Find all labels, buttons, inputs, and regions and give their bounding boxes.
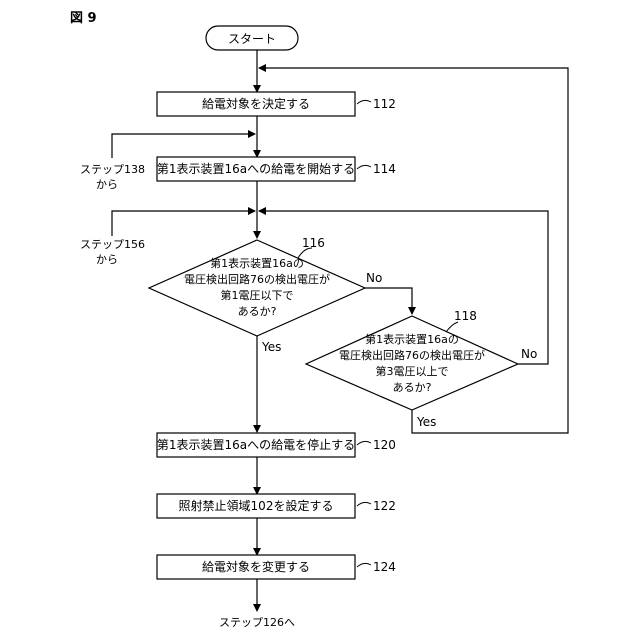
step-122-text: 照射禁止領域102を設定する — [179, 498, 334, 513]
step-124-ref: 124 — [373, 560, 396, 574]
d118-leader — [446, 322, 458, 332]
step-124-text: 給電対象を変更する — [202, 559, 310, 574]
d116-line2: 電圧検出回路76の検出電圧が — [184, 272, 330, 286]
decision-118-diamond — [306, 316, 518, 410]
d116-ref: 116 — [302, 236, 325, 250]
figure-label: 図 9 — [70, 11, 97, 26]
edge-from-156 — [112, 211, 255, 236]
d118-ref: 118 — [454, 309, 477, 323]
step-114-text: 第1表示装置16aへの給電を開始する — [157, 162, 355, 176]
step-114-ref: 114 — [373, 162, 396, 176]
d118-line4: あるか? — [393, 381, 432, 394]
edge-from-138 — [112, 134, 255, 158]
d116-line3: 第1電圧以下で — [221, 288, 294, 302]
start-label: スタート — [228, 32, 276, 46]
step-122-ref: 122 — [373, 499, 396, 513]
step-112-leader — [357, 100, 371, 104]
d116-line4: あるか? — [238, 305, 277, 318]
step-120-text: 第1表示装置16aへの給電を停止する — [157, 437, 355, 452]
d118-line3: 第3電圧以上で — [376, 364, 449, 378]
d118-yes-label: Yes — [416, 415, 436, 429]
d116-line1: 第1表示装置16aの — [210, 256, 304, 270]
edge-d116-no — [365, 288, 412, 314]
from-156-line1: ステップ156 — [80, 238, 145, 251]
from-156-line2: から — [96, 253, 118, 266]
d116-yes-label: Yes — [261, 340, 281, 354]
step-120-leader — [357, 441, 371, 445]
step-114-leader — [357, 165, 371, 169]
decision-116-diamond — [149, 240, 365, 336]
d118-line1: 第1表示装置16aの — [365, 332, 459, 346]
to-126-label: ステップ126へ — [219, 616, 295, 629]
from-138-line1: ステップ138 — [80, 163, 145, 176]
step-120-ref: 120 — [373, 438, 396, 452]
step-124-leader — [357, 563, 371, 567]
d118-line2: 電圧検出回路76の検出電圧が — [339, 348, 485, 362]
d116-no-label: No — [366, 271, 382, 285]
from-138-line2: から — [96, 178, 118, 191]
d118-no-label: No — [521, 347, 537, 361]
step-112-ref: 112 — [373, 97, 396, 111]
step-122-leader — [357, 502, 371, 506]
step-112-text: 給電対象を決定する — [202, 96, 310, 111]
